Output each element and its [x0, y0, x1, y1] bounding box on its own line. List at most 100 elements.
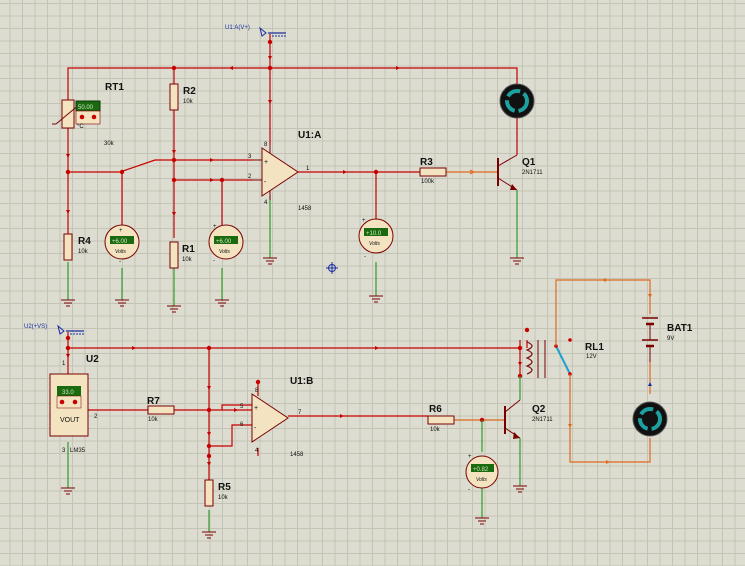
ground-symbol: [475, 517, 489, 525]
probe-marker-icon[interactable]: [326, 262, 338, 274]
opamp-u1a[interactable]: + -: [252, 145, 299, 200]
wire-arrow: [234, 408, 238, 412]
ground-symbol: [510, 257, 524, 265]
voltmeter-4-unit: Volts: [476, 477, 487, 483]
r6-label: R6: [429, 404, 442, 415]
voltmeter-1[interactable]: +6.00 Volts + -: [104, 224, 140, 265]
resistor-r6[interactable]: [427, 415, 455, 425]
motor-bottom[interactable]: [632, 401, 668, 437]
q2-part: 2N1711: [532, 417, 553, 423]
wire-arrow: [518, 362, 522, 366]
power-terminal-u2[interactable]: [57, 324, 84, 338]
u1b-part: 1458: [290, 452, 304, 458]
transistor-q1[interactable]: [497, 154, 518, 191]
motor-top[interactable]: [499, 83, 535, 119]
junction-dot: [524, 327, 530, 333]
wire-arrow: [66, 354, 70, 358]
bottom-ground-wires: [61, 376, 527, 539]
q1-part: 2N1711: [522, 170, 543, 176]
wire-arrow: [606, 460, 610, 464]
pin-label: 4: [264, 200, 268, 206]
r3-value: 100k: [421, 179, 435, 185]
sensor-u2-lm35[interactable]: 33.0 VOUT: [49, 373, 89, 437]
r5-label: R5: [218, 482, 231, 493]
opamp-minus-input: -: [254, 425, 257, 432]
wire-arrow: [66, 210, 70, 214]
power-terminal-u1[interactable]: [259, 26, 286, 42]
wire-arrow: [172, 212, 176, 216]
u2-vout-label: VOUT: [60, 417, 80, 424]
bat1-value: 9V: [667, 336, 674, 342]
resistor-r4[interactable]: [63, 233, 73, 261]
voltmeter-minus: -: [468, 487, 470, 493]
opamp-plus-input: +: [254, 405, 258, 412]
wire-arrow: [172, 150, 176, 154]
pin-label: 1: [306, 166, 310, 172]
opamp-plus-input: +: [264, 159, 268, 166]
resistor-r2[interactable]: [169, 83, 179, 111]
pin-label: 7: [298, 410, 302, 416]
r4-label: R4: [78, 236, 91, 247]
voltmeter-1-unit: Volts: [115, 249, 126, 255]
r5-value: 10k: [218, 495, 229, 501]
battery-bat1[interactable]: [642, 317, 658, 362]
wire-arrow: [648, 382, 652, 386]
junction-dot: [171, 157, 177, 163]
pin-label: 5: [240, 404, 244, 410]
wire-arrow: [568, 424, 572, 428]
battery-loop-wires: [555, 278, 652, 464]
ground-symbol: [202, 531, 216, 539]
voltmeter-4[interactable]: +0.82 Volts + -: [465, 454, 499, 493]
ground-symbol: [513, 485, 527, 493]
voltmeter-3[interactable]: +10.0 Volts + -: [358, 218, 394, 260]
r4-value: 10k: [78, 249, 89, 255]
transistor-q2[interactable]: [504, 399, 521, 439]
r1-label: R1: [182, 244, 195, 255]
pin-label: 2: [248, 174, 252, 180]
rl1-value: 12V: [586, 354, 597, 360]
voltmeter-2-reading: +6.00: [216, 239, 232, 245]
relay-rl1[interactable]: [525, 338, 572, 378]
resistor-r5[interactable]: [204, 479, 214, 507]
opamp-u1b[interactable]: + -: [251, 393, 289, 443]
u1a-part: 1458: [298, 206, 312, 212]
junction-dot: [65, 345, 71, 351]
junction-dot: [219, 177, 225, 183]
junction-dot: [171, 177, 177, 183]
u2-part: LM35: [70, 448, 86, 454]
wire-arrow: [268, 56, 272, 60]
wire-arrow: [340, 414, 344, 418]
q2-label: Q2: [532, 404, 546, 415]
u1b-label: U1:B: [290, 376, 313, 387]
pin-label: 1: [62, 361, 66, 367]
top-wires: [65, 39, 519, 238]
ground-symbol: [61, 487, 75, 495]
junction-dot: [206, 453, 212, 459]
pin-label: 8: [255, 388, 259, 394]
opamp-minus-input: -: [264, 179, 267, 186]
resistor-r1[interactable]: [169, 241, 179, 269]
voltmeter-plus: +: [362, 218, 366, 224]
u2-reading: 33.0: [62, 390, 74, 396]
wire-arrow: [207, 462, 211, 466]
wire-arrow: [210, 158, 214, 162]
junction-dot: [267, 65, 273, 71]
bat1-label: BAT1: [667, 323, 693, 334]
wire-arrow: [648, 294, 652, 298]
ground-symbol: [167, 305, 181, 313]
pin-label: 3: [248, 154, 252, 160]
resistor-r7[interactable]: [147, 405, 175, 415]
ground-symbol: [263, 257, 277, 265]
voltmeter-2-unit: Volts: [219, 249, 230, 255]
voltmeter-minus: -: [364, 254, 366, 260]
r2-value: 10k: [183, 99, 194, 105]
voltmeter-2[interactable]: +6.00 Volts + -: [208, 224, 244, 264]
thermistor-rt1[interactable]: [52, 99, 101, 129]
bottom-wires: [65, 327, 530, 480]
resistor-r3[interactable]: [419, 167, 447, 177]
ground-symbol: [115, 299, 129, 307]
junction-dot: [171, 65, 177, 71]
rt1-reading: 50.00: [78, 105, 94, 111]
